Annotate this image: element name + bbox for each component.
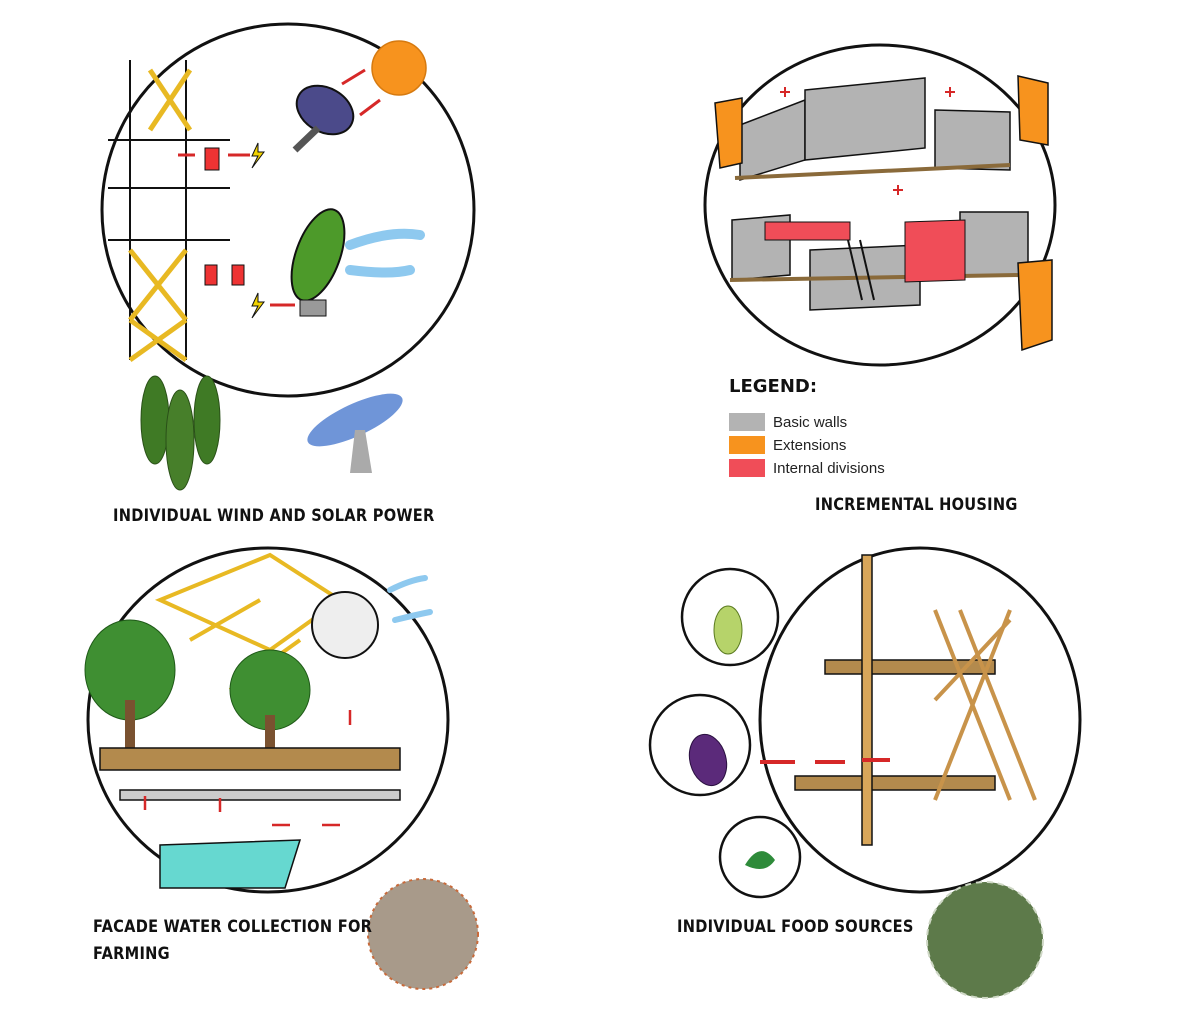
water-arrows [143, 710, 352, 827]
legend-swatch [729, 436, 765, 454]
ladder-icon [847, 239, 875, 301]
lower-floor-walls [729, 211, 1029, 311]
yellow-scaffold [128, 68, 193, 363]
wind-solar-circle [100, 22, 476, 398]
trellis [933, 609, 1037, 801]
legend-swatch [729, 413, 765, 431]
incremental-housing-caption: INCREMENTAL HOUSING [815, 495, 1018, 515]
incremental-circle [703, 43, 1057, 367]
battery-icon [204, 147, 245, 286]
water-tank [159, 839, 302, 889]
eggplant-bubble [648, 693, 752, 797]
upper-floor-walls [734, 77, 1011, 182]
building-frame [108, 60, 230, 360]
legend-item-internal-divisions: Internal divisions [729, 458, 885, 478]
solar-panel-icon [292, 84, 355, 153]
harvest-arrows [760, 758, 890, 764]
food-sources-caption: INDIVIDUAL FOOD SOURCES [677, 917, 914, 937]
extension-panels [714, 75, 1053, 352]
legend-label: Extensions [773, 436, 847, 454]
legend-label: Internal divisions [773, 459, 885, 477]
water-collection-caption-line2: FARMING [93, 944, 170, 964]
legend-swatch [729, 459, 765, 477]
legend-title: LEGEND: [729, 376, 818, 397]
mesh-sphere-icon [311, 591, 379, 659]
water-circle [86, 546, 450, 894]
legend-label: Basic walls [773, 413, 848, 431]
herb-bubble [718, 815, 802, 899]
internal-divisions [764, 219, 966, 283]
water-collection-caption-line1: FACADE WATER COLLECTION FOR [93, 917, 373, 937]
tree-icon [84, 619, 311, 755]
wind-arrow-icon [387, 575, 433, 623]
wind-turbine-icon [290, 208, 346, 317]
sun-icon [371, 40, 427, 96]
wind-stream-icon [345, 228, 425, 278]
grape-bubble [680, 567, 780, 667]
planter-slab [99, 747, 401, 801]
red-arrows [178, 68, 381, 307]
legend-item-basic-walls: Basic walls [729, 412, 847, 432]
food-circle [758, 546, 1082, 894]
lightning-icon [251, 142, 265, 319]
legend-item-extensions: Extensions [729, 435, 846, 455]
plus-icon [780, 87, 955, 195]
wind-solar-caption: INDIVIDUAL WIND AND SOLAR POWER [113, 506, 435, 526]
